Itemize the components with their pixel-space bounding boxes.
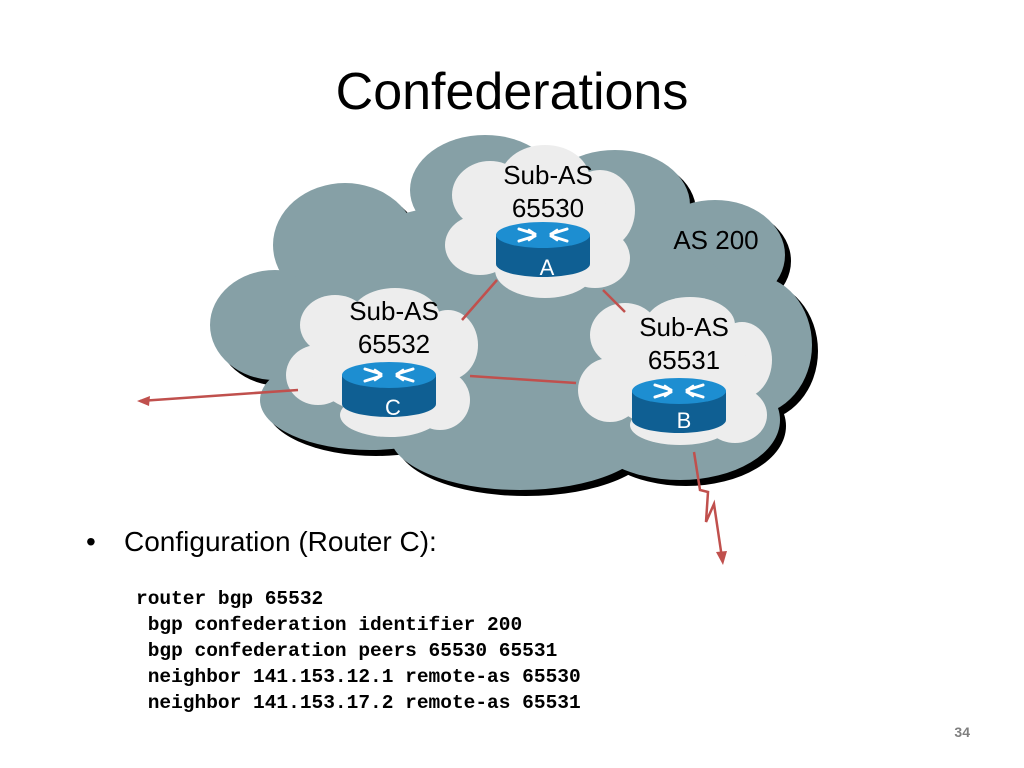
sub-as-c-number: 65532 (358, 329, 430, 359)
router-b (632, 378, 726, 433)
code-line: router bgp 65532 (136, 588, 324, 610)
external-link-c-arrowhead (137, 396, 150, 406)
sub-as-b-line1: Sub-AS (639, 312, 729, 342)
links (137, 279, 727, 565)
page-number: 34 (954, 724, 970, 740)
link-c-b (469, 374, 577, 385)
sub-as-a-number: 65530 (512, 193, 584, 223)
code-line: neighbor 141.153.17.2 remote-as 65531 (136, 692, 581, 714)
external-link-b-arrowhead (716, 551, 727, 565)
bullet-item: • Configuration (Router C): (86, 526, 437, 558)
external-link-c (139, 388, 299, 403)
router-a-label: A (540, 255, 555, 280)
router-b-label: B (677, 408, 692, 433)
router-c-label: C (385, 395, 401, 420)
bullet-text: Configuration (Router C): (124, 526, 437, 557)
slide-title: Confederations (335, 63, 689, 121)
bullet-dot: • (86, 526, 96, 557)
sub-as-a-line1: Sub-AS (503, 160, 593, 190)
code-line: bgp confederation peers 65530 65531 (136, 640, 558, 662)
router-a (496, 222, 590, 277)
sub-as-c-line1: Sub-AS (349, 296, 439, 326)
config-code: router bgp 65532 bgp confederation ident… (136, 586, 581, 716)
link-a-b (602, 289, 626, 313)
link-a-c (461, 279, 498, 321)
as-200-label: AS 200 (673, 225, 758, 255)
router-c (342, 362, 436, 417)
external-link-b (692, 451, 724, 559)
code-line: bgp confederation identifier 200 (136, 614, 523, 636)
code-line: neighbor 141.153.12.1 remote-as 65530 (136, 666, 581, 688)
sub-as-b-number: 65531 (648, 345, 720, 375)
